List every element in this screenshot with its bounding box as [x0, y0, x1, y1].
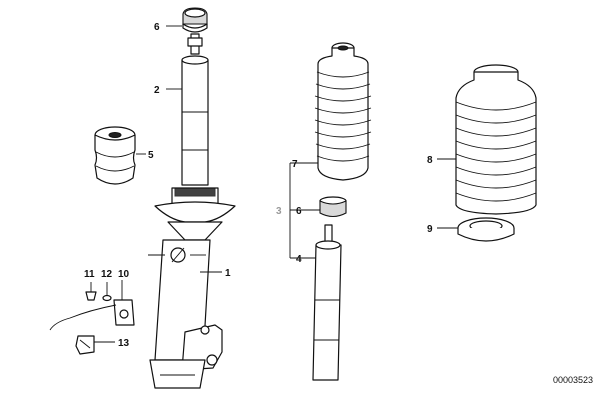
washer-part-12	[102, 282, 112, 302]
sensor-bracket-part-10	[49, 280, 135, 331]
callout-10: 10	[118, 269, 130, 280]
callout-6-left: 6	[154, 22, 160, 33]
top-mount-part-6	[182, 7, 208, 33]
spring-seat-part-9	[457, 217, 515, 242]
callout-7: 7	[292, 159, 298, 170]
callout-5: 5	[148, 150, 154, 161]
shock-absorber-part-4	[312, 224, 342, 381]
strut-housing-part-1	[148, 187, 236, 389]
callout-12: 12	[101, 269, 113, 280]
image-code: 00003523	[553, 375, 593, 385]
callout-9: 9	[427, 224, 433, 235]
clip-part-13	[75, 335, 95, 355]
boot-part-8	[455, 64, 537, 215]
callout-4: 4	[296, 254, 302, 265]
callout-11: 11	[84, 269, 95, 280]
callout-2: 2	[154, 85, 160, 96]
callout-1: 1	[225, 268, 231, 279]
top-mount-part-6-middle	[319, 196, 347, 218]
callout-13: 13	[118, 338, 130, 349]
callout-3: 3	[276, 206, 282, 217]
bolt-part-11	[85, 282, 97, 301]
callout-8: 8	[427, 155, 433, 166]
piston-rod-part-2	[181, 33, 209, 186]
callout-6-middle: 6	[296, 206, 302, 217]
bellows-part-7	[314, 42, 372, 181]
bump-stop-part-5	[94, 126, 136, 185]
